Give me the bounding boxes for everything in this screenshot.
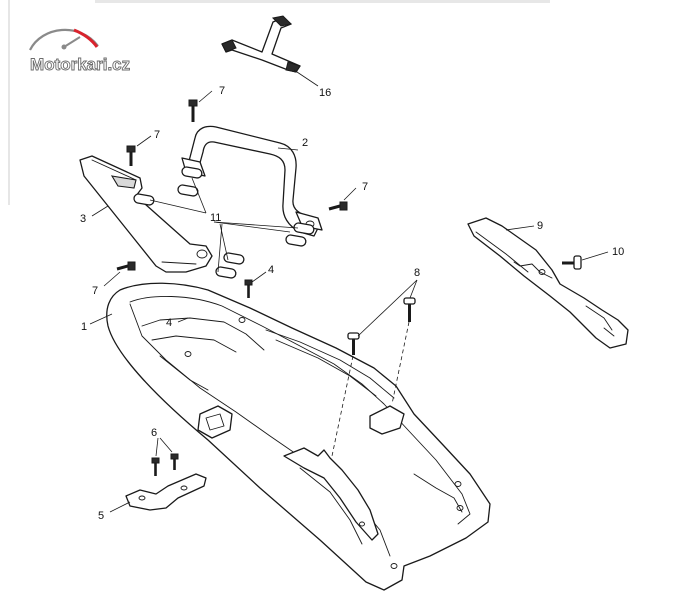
bolt-7-right <box>328 201 348 211</box>
callout-11: 11 <box>210 212 221 224</box>
logo-gauge-accent <box>73 28 99 48</box>
callout-9: 9 <box>537 220 543 232</box>
bolt-7-left <box>126 145 136 166</box>
callout-labels: 16 7 7 2 7 3 11 7 4 4 1 8 9 10 6 5 <box>80 85 624 522</box>
callout-16: 16 <box>319 87 331 99</box>
callout-7-left: 7 <box>154 129 160 141</box>
callout-5: 5 <box>98 510 104 522</box>
watermark-logo: Motorkari.cz <box>29 28 131 74</box>
callout-3: 3 <box>80 213 86 225</box>
bolt-6-a <box>151 457 160 476</box>
part-5-small-bracket <box>125 473 207 511</box>
callout-7-top: 7 <box>219 85 225 97</box>
callout-6: 6 <box>151 427 157 439</box>
bolt-8-a <box>347 332 360 355</box>
bolt-8-b <box>403 297 416 322</box>
callout-8: 8 <box>414 267 420 279</box>
bolt-7-top <box>188 99 198 122</box>
logo-needle-icon <box>63 36 81 48</box>
bolt-6-b <box>170 453 179 470</box>
callout-1: 1 <box>81 321 87 333</box>
leader-lines <box>89 69 609 513</box>
bolt-4-upper <box>244 279 253 298</box>
part-11-grommets <box>133 166 315 279</box>
part-1-tail-cowl <box>106 282 491 591</box>
bolt-10 <box>562 255 582 270</box>
callout-4-lower: 4 <box>166 317 172 329</box>
callout-10: 10 <box>612 246 624 258</box>
logo-text: Motorkari.cz <box>30 55 130 74</box>
cropped-header-strip <box>95 0 550 3</box>
callout-7-lower: 7 <box>92 285 98 297</box>
callout-4-upper: 4 <box>268 264 274 276</box>
callout-7-right: 7 <box>362 181 368 193</box>
part-16-bracket <box>221 15 301 73</box>
assembly-dash-lines <box>331 321 410 457</box>
part-9-right-cover <box>467 217 629 349</box>
bolt-7-lower <box>116 261 136 271</box>
part-2-grab-handle <box>181 125 323 237</box>
callout-2: 2 <box>302 137 308 149</box>
part-3-side-panel <box>79 155 213 273</box>
